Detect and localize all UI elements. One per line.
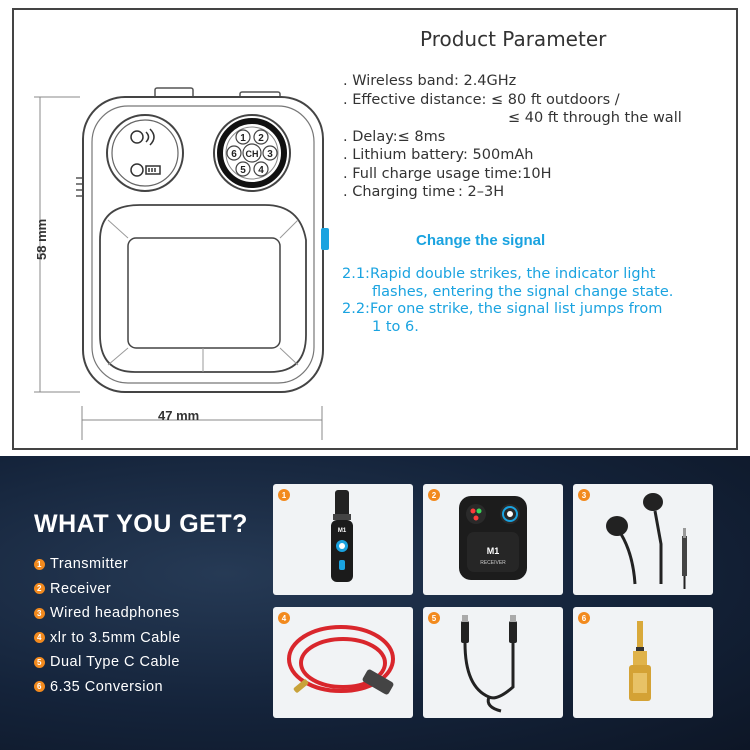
list-item: 4 xlr to 3.5mm Cable [34,626,181,651]
dial-number-6: 6 [231,149,237,160]
item-label: Wired headphones [50,605,180,622]
typec-cable-image [461,615,517,713]
item-label: Receiver [50,580,112,597]
number-badge: 5 [34,656,45,668]
number-badge: 6 [34,681,45,693]
package-list: 1 Transmitter 2 Receiver 3 Wired headphones… [34,552,181,699]
number-badge: 4 [278,612,290,624]
number-badge: 2 [34,583,45,595]
dial-number-4: 4 [258,165,264,176]
item-label: xlr to 3.5mm Cable [50,629,181,646]
number-badge: 2 [428,489,440,501]
transmitter-image: M1 [331,490,353,582]
product-card-receiver: M1 RECEIVER 2 [423,484,563,595]
spec-item: . Lithium battery: 500mAh [343,147,534,163]
signal-steps: 2.1:Rapid double strikes, the indicator … [342,266,673,336]
spec-item: . Delay:≤ 8ms [343,128,446,145]
item-label: Dual Type C Cable [50,654,180,671]
item-label: 6.35 Conversion [50,678,164,695]
spec-item: . Effective distance: ≤ 80 ft outdoors / [343,91,620,108]
product-card-typec-cable: 5 [423,607,563,718]
panel-title: Product Parameter [420,27,607,51]
change-signal-label: Change the signal [416,232,546,249]
number-badge: 4 [34,632,45,644]
width-dimension-label: 47 mm [158,408,200,423]
number-badge: 3 [578,489,590,501]
spec-item: . Wireless band: 2.4GHz [343,73,517,89]
spec-item: . Full charge usage time:10H [343,165,552,182]
step-line: 2.2:For one strike, the signal list jump… [342,301,663,317]
dial-number-2: 2 [258,133,264,144]
step-line: 2.1:Rapid double strikes, the indicator … [342,266,656,282]
transmitter-logo: M1 [338,528,347,534]
product-card-xlr-cable: 4 [273,607,413,718]
package-heading: WHAT YOU GET? [34,510,248,538]
step-line: flashes, entering the signal change stat… [372,283,674,300]
dial-center-label: CH [246,149,259,159]
item-label: Transmitter [50,556,129,573]
dial-number-3: 3 [267,149,273,160]
step-line: 1 to 6. [372,318,419,335]
device-line-drawing: 1 2 3 4 5 6 CH [34,87,329,440]
product-card-transmitter: M1 1 [273,484,413,595]
xlr-cable-image [287,625,395,695]
height-dimension-label: 58 mm [34,218,49,260]
number-badge: 3 [34,607,45,619]
spec-list: . Wireless band: 2.4GHz . Effective dist… [343,72,682,202]
product-card-headphones: 3 [573,484,713,595]
number-badge: 1 [34,558,45,570]
spec-item: . Charging time : 2–3H [343,184,505,200]
dial-number-5: 5 [240,165,246,176]
list-item: 1 Transmitter [34,552,181,577]
dial-number-1: 1 [240,133,246,144]
receiver-sublabel: RECEIVER [480,560,506,566]
adapter-image [629,621,651,701]
number-badge: 6 [578,612,590,624]
product-card-adapter: 6 [573,607,713,718]
receiver-logo: M1 [487,546,500,556]
receiver-image: M1 RECEIVER [459,496,527,580]
spec-item: ≤ 40 ft through the wall [508,110,682,126]
list-item: 6 6.35 Conversion [34,675,181,700]
list-item: 2 Receiver [34,577,181,602]
list-item: 3 Wired headphones [34,601,181,626]
number-badge: 1 [278,489,290,501]
list-item: 5 Dual Type C Cable [34,650,181,675]
headphones-image [606,493,687,589]
number-badge: 5 [428,612,440,624]
